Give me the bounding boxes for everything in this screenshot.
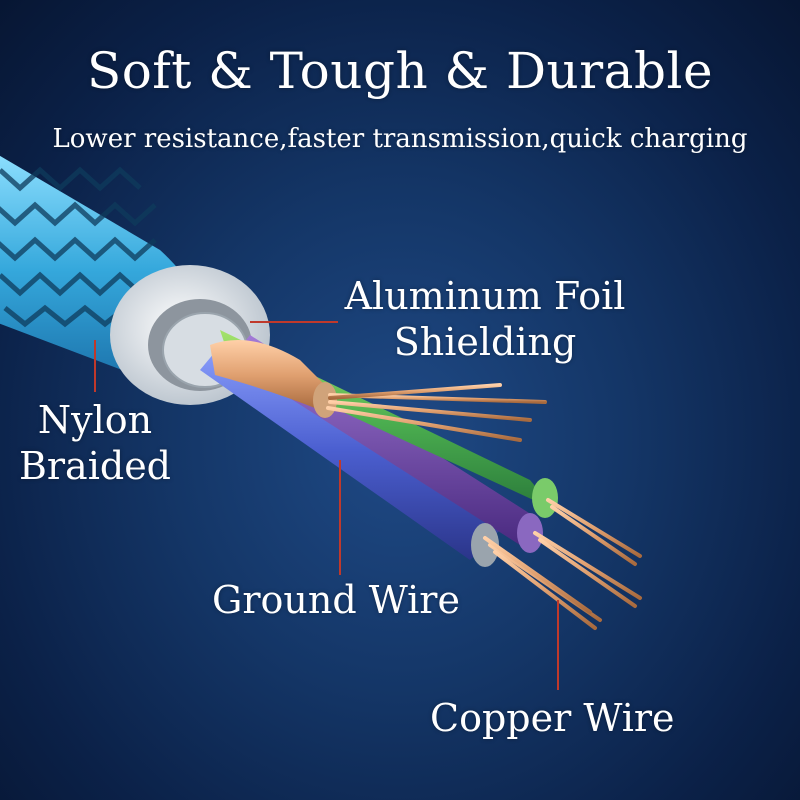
label-aluminum-foil-shielding: Aluminum Foil Shielding xyxy=(330,274,640,365)
subheadline: Lower resistance,faster transmission,qui… xyxy=(52,124,748,154)
label-copper-wire: Copper Wire xyxy=(430,696,675,740)
headline: Soft & Tough & Durable xyxy=(86,42,714,100)
label-line: Aluminum Foil xyxy=(344,274,626,318)
label-line: Nylon xyxy=(37,398,153,442)
label-line: Braided xyxy=(18,443,172,488)
inner-wires xyxy=(200,330,642,630)
label-line: Shielding xyxy=(393,319,577,364)
label-ground-wire: Ground Wire xyxy=(212,578,460,622)
label-nylon-braided: Nylon Braided xyxy=(10,398,180,489)
leader-lines xyxy=(94,321,559,690)
